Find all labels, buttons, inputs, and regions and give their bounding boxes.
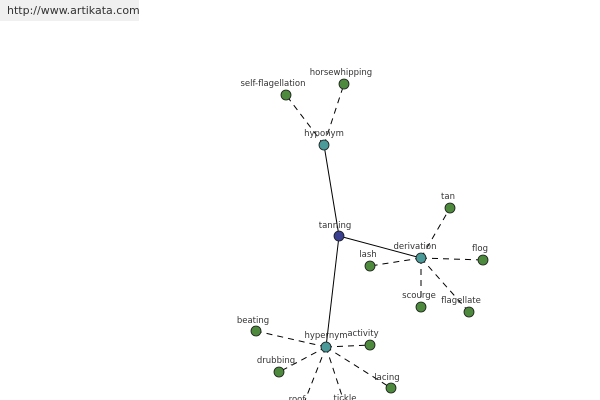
node-label-tickle[interactable]: tickle <box>334 394 357 400</box>
source-link[interactable]: http://www.artikata.com <box>0 0 140 21</box>
node-label-hyponym[interactable]: hyponym <box>304 129 344 139</box>
node-label-scourge[interactable]: scourge <box>402 291 436 301</box>
node-label-activity[interactable]: activity <box>347 329 378 339</box>
node-label-drubbing[interactable]: drubbing <box>257 356 295 366</box>
edge-derivation-flagellate <box>420 257 470 313</box>
edge-hypernym-roof <box>304 346 327 400</box>
node-self-flagellation[interactable] <box>280 89 292 101</box>
edge-derivation-flog <box>420 257 484 261</box>
node-label-tanning[interactable]: tanning <box>319 221 351 231</box>
edge-tanning-hyponym <box>323 144 340 237</box>
edge-derivation-tan <box>420 207 451 259</box>
node-lash[interactable] <box>364 260 376 272</box>
graph-labels: tanning hyponym derivation hypernym self-fla… <box>237 68 488 400</box>
edge-tanning-hypernym <box>325 235 340 348</box>
node-label-flagellate[interactable]: flagellate <box>441 296 481 306</box>
node-hyponym[interactable] <box>318 139 330 151</box>
node-label-lacing[interactable]: lacing <box>374 373 399 383</box>
node-label-roof[interactable]: roof <box>289 395 307 400</box>
node-tanning[interactable] <box>333 230 345 242</box>
node-label-hypernym[interactable]: hypernym <box>304 331 347 341</box>
edge-tanning-derivation <box>338 235 422 259</box>
node-label-lash[interactable]: lash <box>359 250 376 260</box>
node-horsewhipping[interactable] <box>338 78 350 90</box>
node-label-tan[interactable]: tan <box>441 192 455 202</box>
node-drubbing[interactable] <box>273 366 285 378</box>
node-label-horsewhipping[interactable]: horsewhipping <box>310 68 372 78</box>
node-label-self-flagellation[interactable]: self-flagellation <box>240 79 305 89</box>
edge-hypernym-activity <box>325 344 371 348</box>
node-derivation[interactable] <box>415 252 427 264</box>
edge-hypernym-lacing <box>325 346 392 389</box>
graph-nodes <box>250 78 489 394</box>
node-scourge[interactable] <box>415 301 427 313</box>
edge-hypernym-tickle <box>325 346 344 400</box>
edge-derivation-lash <box>369 257 422 267</box>
node-tan[interactable] <box>444 202 456 214</box>
node-flog[interactable] <box>477 254 489 266</box>
node-hypernym[interactable] <box>320 341 332 353</box>
graph-edges <box>255 83 484 400</box>
node-beating[interactable] <box>250 325 262 337</box>
node-label-flog[interactable]: flog <box>472 244 488 254</box>
node-label-derivation[interactable]: derivation <box>393 242 436 252</box>
node-lacing[interactable] <box>385 382 397 394</box>
node-flagellate[interactable] <box>463 306 475 318</box>
node-activity[interactable] <box>364 339 376 351</box>
node-label-beating[interactable]: beating <box>237 316 269 326</box>
edge-hypernym-drubbing <box>278 346 327 373</box>
edge-hypernym-beating <box>255 330 327 348</box>
